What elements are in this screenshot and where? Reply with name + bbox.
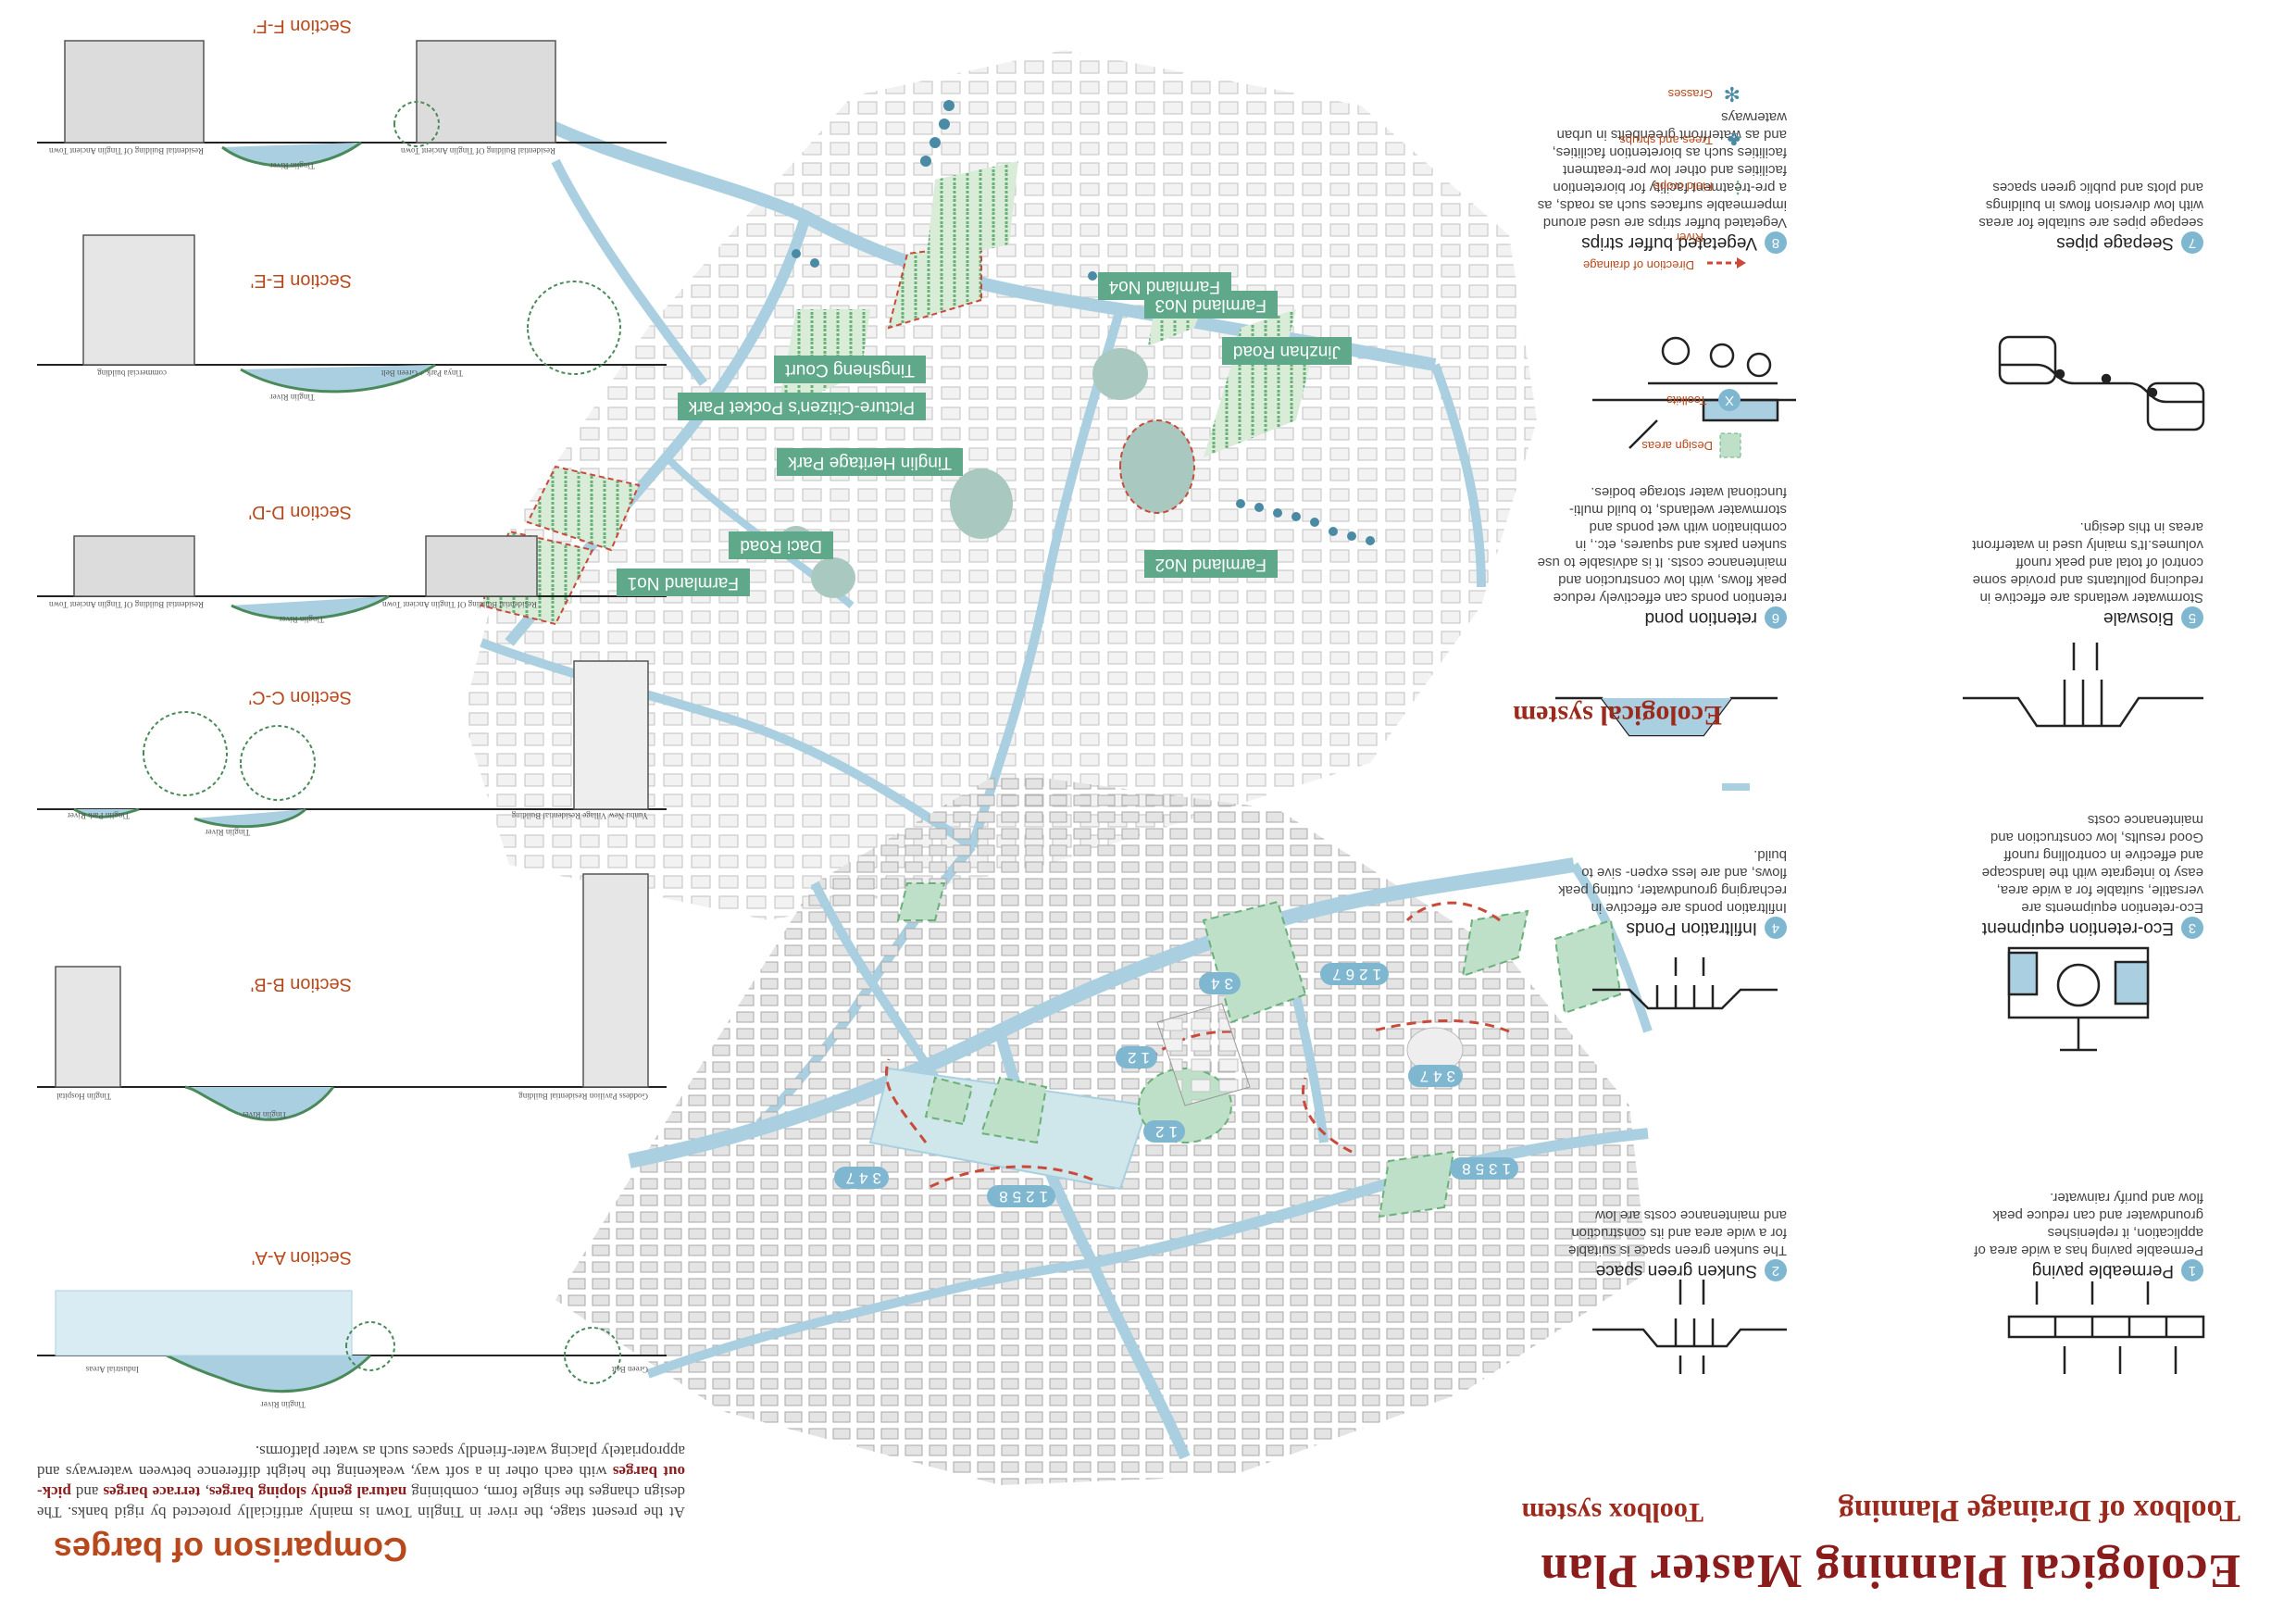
place-tingsheng-court: Tingsheng Court bbox=[774, 356, 926, 383]
ecological-system-title: Ecological system bbox=[1513, 700, 1722, 731]
section-c-title: Section C-C' bbox=[248, 687, 352, 707]
place-jinzhan-road: Jinzhan Road bbox=[1221, 337, 1352, 365]
place-pocket-park: Picture-Citizen's Pocket Park bbox=[677, 393, 926, 420]
eco-map bbox=[463, 50, 1537, 1128]
section-b-label-2: Tinglin River bbox=[242, 1110, 287, 1119]
legend-shapes bbox=[1703, 257, 1750, 791]
legend-drainage-direction: Direction of drainage bbox=[1583, 258, 1694, 272]
section-c-label-3: Tinglin Park River bbox=[67, 811, 130, 820]
place-farmland-2: Farmland No2 bbox=[1143, 550, 1278, 578]
section-a-title: Section A-A' bbox=[251, 1247, 352, 1268]
toolkit-badge: 347 bbox=[833, 1167, 889, 1189]
section-d-title: Section D-D' bbox=[248, 502, 352, 522]
comparison-description: At the present stage, the river in Tingl… bbox=[36, 1443, 685, 1521]
toolbox-map bbox=[555, 772, 1653, 1485]
section-c-label-2: Tinglin River bbox=[205, 828, 250, 837]
place-farmland-4: Farmland No4 bbox=[1097, 272, 1231, 300]
tool-icons bbox=[1555, 335, 2205, 1374]
place-daci-road: Daci Road bbox=[729, 531, 833, 559]
toolkit-badge: 1358 bbox=[1450, 1157, 1518, 1180]
section-e-label-2: Tinglin River bbox=[269, 393, 315, 402]
grasses-icon: ✻ bbox=[1723, 82, 1741, 106]
toolkit-badge: 12 bbox=[1143, 1120, 1185, 1143]
toolkit-badge: 34 bbox=[1199, 972, 1241, 994]
legend-design-areas: Design areas bbox=[1641, 439, 1713, 453]
section-f-label-3: Residential Building Of Tinglin Ancient … bbox=[49, 146, 204, 156]
section-b-label-3: Tinglin Hospital bbox=[56, 1092, 111, 1101]
legend-grasses: Grasses bbox=[1667, 87, 1713, 101]
section-d-label-1: Residential Building Of Tinglin Ancient … bbox=[382, 600, 537, 609]
section-drawings bbox=[37, 40, 667, 1393]
toolkit-badge: 12 bbox=[1116, 1046, 1157, 1068]
section-e-title: Section E-E' bbox=[250, 270, 352, 291]
section-f-label-2: Tinglin River bbox=[269, 161, 315, 170]
section-f-label-1: Residential Building Of Tinglin Ancient … bbox=[401, 146, 555, 156]
place-heritage-park: Tinglin Heritage Park bbox=[777, 448, 963, 476]
section-f-title: Section F-F' bbox=[252, 16, 352, 36]
section-c-label-1: Yunhu New Village Residential Building bbox=[511, 811, 648, 820]
section-d-label-2: Tinglin River bbox=[279, 615, 324, 624]
section-b-title: Section B-B' bbox=[250, 974, 352, 994]
trees-icon: ♣ bbox=[1727, 129, 1741, 152]
section-e-label-1: Tinya Park + Green Belt bbox=[381, 369, 463, 378]
section-e-label-3: commercial building bbox=[97, 369, 167, 378]
toolbox-title: Toolbox of Drainage Planning bbox=[1838, 1493, 2240, 1528]
place-farmland-1: Farmland No1 bbox=[616, 568, 750, 596]
section-a-label-3: Industrial Areas bbox=[85, 1365, 139, 1374]
legend-crops: Field crops bbox=[1653, 180, 1713, 194]
section-a-label-2: Tinglin River bbox=[260, 1400, 306, 1409]
section-a-label-1: Green Belt bbox=[611, 1365, 648, 1374]
comparison-title: Comparison of barges bbox=[53, 1530, 407, 1568]
toolkit-badge: 347 bbox=[1407, 1065, 1463, 1087]
section-d-label-3: Residential Building Of Tinglin Ancient … bbox=[49, 600, 204, 609]
page-title: Ecological Planning Master Plan bbox=[1540, 1544, 2240, 1597]
legend-trees: Trees and shrubs bbox=[1619, 133, 1713, 147]
section-b-label-1: Goddess Pavilion Residential Building bbox=[518, 1092, 648, 1101]
toolkit-icon: X bbox=[1718, 389, 1741, 411]
toolkit-badge: 1258 bbox=[987, 1185, 1055, 1207]
crops-icon: ⫶ bbox=[1735, 175, 1741, 198]
legend-toolkits: X Toolkits bbox=[1666, 389, 1741, 411]
legend-river: River bbox=[1675, 231, 1703, 244]
toolkit-badge: 1267 bbox=[1320, 963, 1389, 985]
toolbox-system-title: Toolbox system bbox=[1521, 1497, 1703, 1528]
